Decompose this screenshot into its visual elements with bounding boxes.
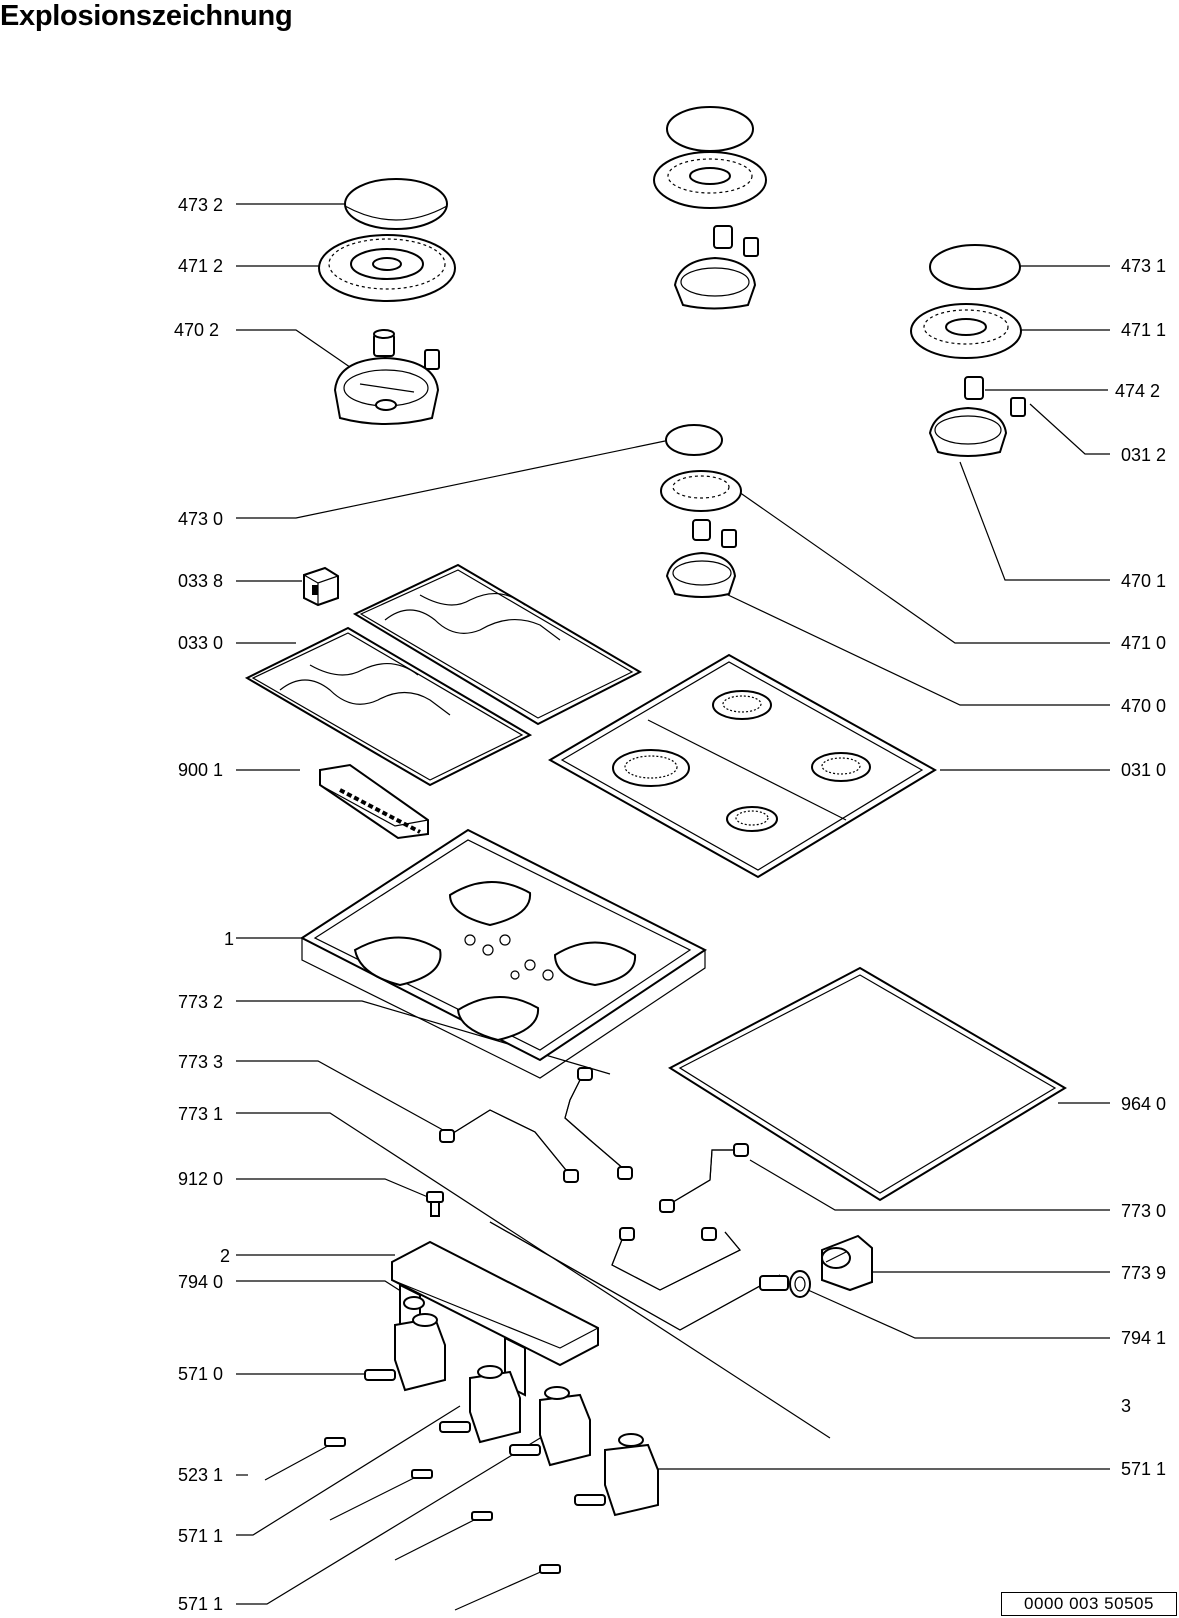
part-label-773-0: 773 0 bbox=[1121, 1201, 1166, 1221]
gasket-964-0 bbox=[667, 966, 1067, 1202]
part-label-471-1: 471 1 bbox=[1121, 320, 1166, 340]
part-label-031-0: 031 0 bbox=[1121, 760, 1166, 780]
part-label-474-2: 474 2 bbox=[1115, 381, 1160, 401]
base-tray-1 bbox=[300, 828, 707, 1079]
leader-lines bbox=[236, 203, 1110, 1605]
part-label-470-1: 470 1 bbox=[1121, 571, 1166, 591]
part-label-523-1: 523 1 bbox=[178, 1465, 223, 1485]
part-label-571-1-a: 571 1 bbox=[178, 1526, 223, 1546]
part-label-773-1: 773 1 bbox=[178, 1104, 223, 1124]
burner-top-center bbox=[653, 106, 767, 310]
part-label-031-2: 031 2 bbox=[1121, 445, 1166, 465]
part-label-773-3: 773 3 bbox=[178, 1052, 223, 1072]
clip-033-8 bbox=[303, 566, 339, 607]
part-label-033-0: 033 0 bbox=[178, 633, 223, 653]
burner-base-470-2 bbox=[333, 329, 440, 425]
gas-tap-571-1-c bbox=[454, 1433, 659, 1611]
part-label-473-1: 473 1 bbox=[1121, 256, 1166, 276]
bracket-900-1 bbox=[319, 763, 429, 840]
page-title: Explosionszeichnung bbox=[0, 0, 293, 32]
screw-912-0 bbox=[426, 1191, 444, 1217]
part-label-571-1-b: 571 1 bbox=[178, 1594, 223, 1614]
part-label-473-0: 473 0 bbox=[178, 509, 223, 529]
hob-top-031-0 bbox=[547, 653, 937, 879]
part-label-471-0: 471 0 bbox=[1121, 633, 1166, 653]
part-label-964-0: 964 0 bbox=[1121, 1094, 1166, 1114]
part-label-1: 1 bbox=[224, 929, 234, 949]
part-label-773-9: 773 9 bbox=[1121, 1263, 1166, 1283]
burner-cap-473-2 bbox=[344, 178, 448, 230]
gas-pipes bbox=[439, 1067, 789, 1331]
gas-tap-571-0 bbox=[264, 1313, 446, 1481]
gas-tap-571-1-b bbox=[394, 1386, 591, 1561]
part-label-2: 2 bbox=[220, 1246, 230, 1266]
part-label-3: 3 bbox=[1121, 1396, 1131, 1416]
part-label-470-2: 470 2 bbox=[174, 320, 219, 340]
seal-794-0 bbox=[403, 1296, 425, 1310]
document-number: 0000 003 50505 bbox=[1001, 1592, 1177, 1616]
part-label-794-0: 794 0 bbox=[178, 1272, 223, 1292]
part-label-794-1: 794 1 bbox=[1121, 1328, 1166, 1348]
part-label-571-0: 571 0 bbox=[178, 1364, 223, 1384]
part-label-912-0: 912 0 bbox=[178, 1169, 223, 1189]
part-label-471-2: 471 2 bbox=[178, 256, 223, 276]
part-label-470-0: 470 0 bbox=[1121, 696, 1166, 716]
part-label-033-8: 033 8 bbox=[178, 571, 223, 591]
part-label-773-2: 773 2 bbox=[178, 992, 223, 1012]
part-label-900-1: 900 1 bbox=[178, 760, 223, 780]
elbow-connector-773-9 bbox=[821, 1234, 873, 1292]
pan-supports-033-0 bbox=[244, 563, 643, 787]
part-label-473-2: 473 2 bbox=[178, 195, 223, 215]
burner-ring-471-2 bbox=[318, 234, 456, 302]
part-label-571-1-c: 571 1 bbox=[1121, 1459, 1166, 1479]
burner-right bbox=[910, 244, 1026, 457]
gas-tap-571-1-a bbox=[329, 1365, 521, 1521]
seal-ring-794-1 bbox=[789, 1270, 811, 1298]
burner-small-center bbox=[660, 424, 742, 598]
